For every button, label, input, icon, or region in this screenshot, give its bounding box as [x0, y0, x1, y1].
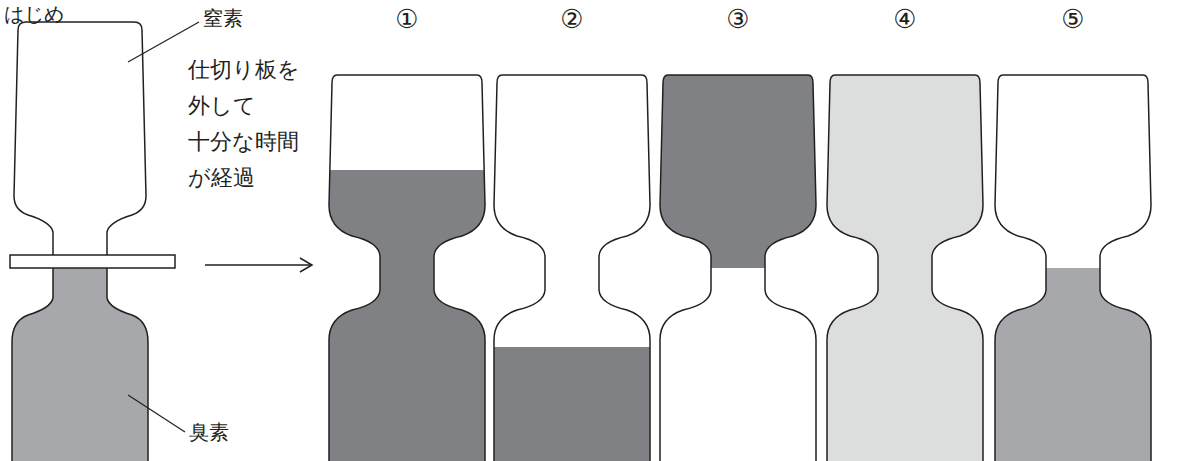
option-flask [648, 60, 828, 461]
option-flask [482, 60, 662, 461]
procedure-note: 仕切り板を 外して 十分な時間 が経過 [188, 52, 300, 196]
callout-number: ③ [726, 4, 749, 35]
option-flask [815, 60, 995, 461]
process-arrow [205, 258, 312, 272]
leader-line [128, 395, 185, 432]
option-flask [983, 60, 1163, 461]
callout-number: ② [560, 4, 583, 35]
gas-label: 窒素 [203, 6, 243, 30]
initial-flask [10, 22, 175, 461]
state-label: はじめ [4, 2, 64, 26]
callout-number: ① [395, 4, 418, 35]
partition-plate [10, 255, 175, 268]
gas-label: 臭素 [189, 420, 229, 444]
callout-number: ④ [893, 4, 916, 35]
callout-number: ⑤ [1061, 4, 1084, 35]
leader-line [128, 22, 199, 62]
option-flask [317, 60, 497, 461]
